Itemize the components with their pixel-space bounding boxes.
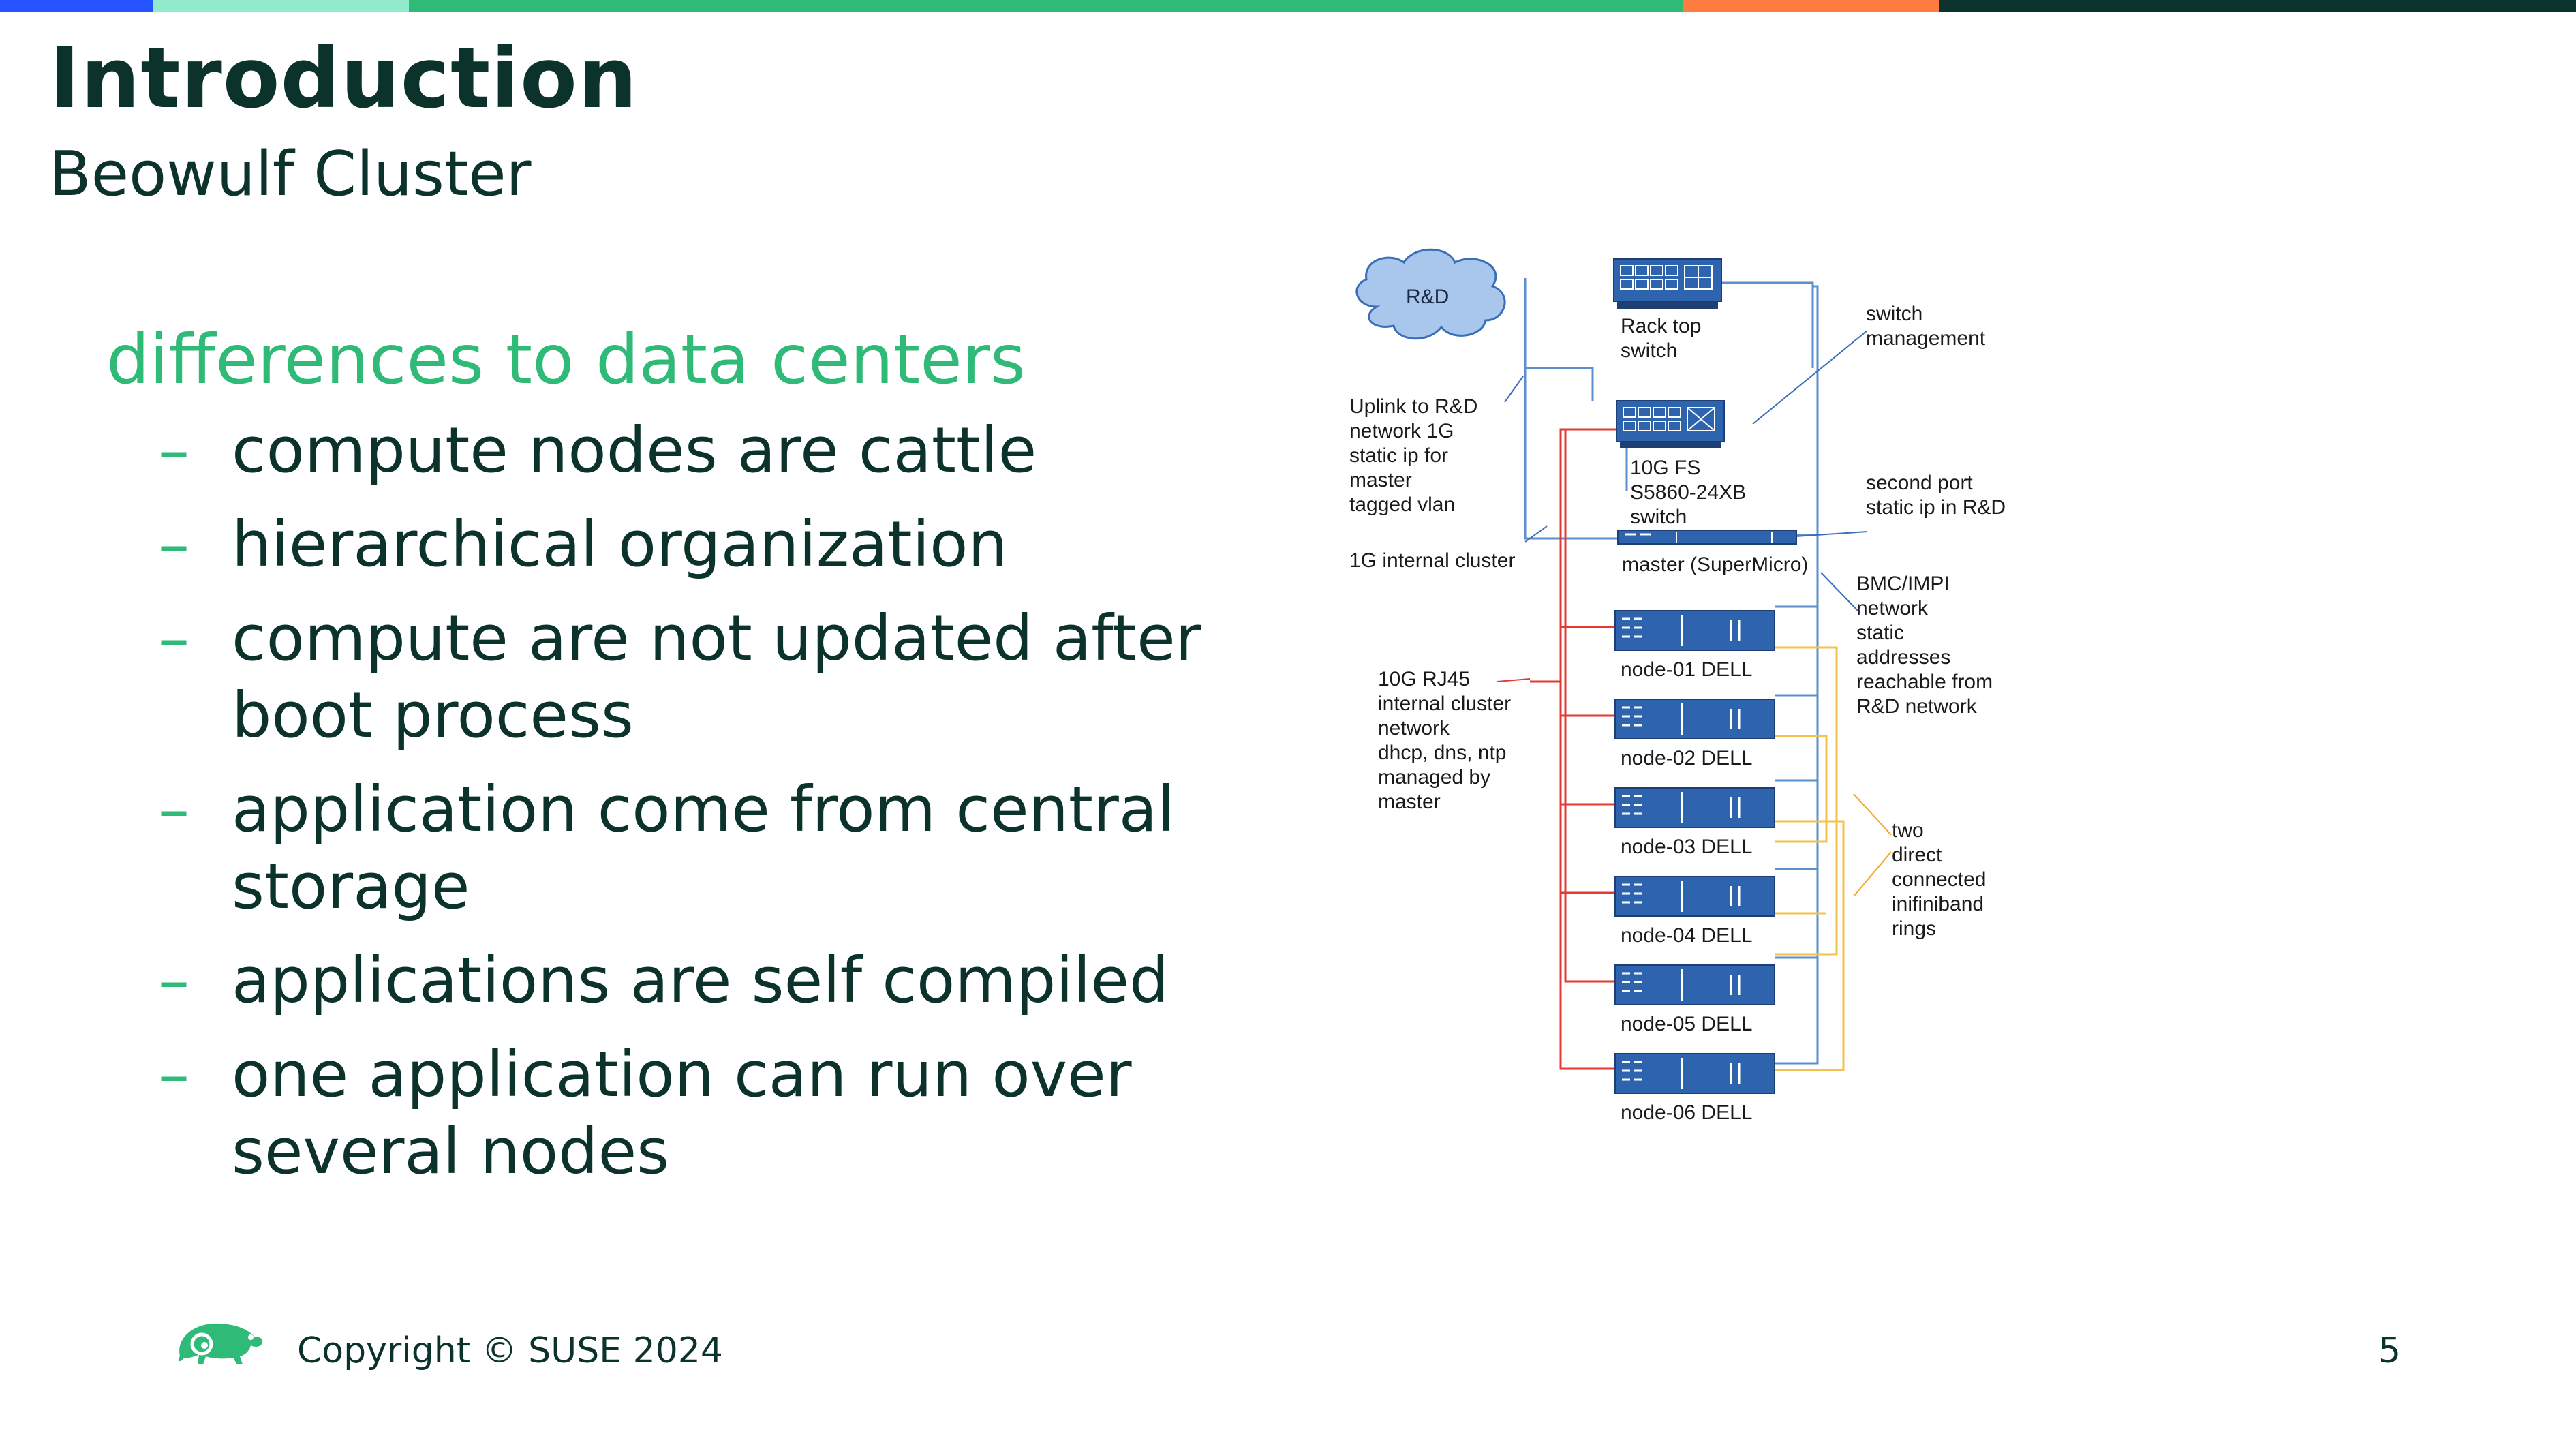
fs-switch-label-line1: 10G FS — [1630, 457, 1700, 479]
rack-switch-label-line2: switch — [1621, 339, 1677, 362]
annotations: Uplink to R&D network 1G static ip for m… — [1349, 303, 2006, 940]
compute-node: node-05 DELL — [1614, 964, 1775, 1035]
bar-segment-orange — [1683, 0, 1939, 12]
copyright-text: Copyright © SUSE 2024 — [297, 1330, 723, 1371]
bullet-list: –compute nodes are cattle –hierarchical … — [106, 412, 1238, 1190]
node-label: node-04 DELL — [1621, 924, 1752, 947]
server-icon — [1614, 610, 1775, 651]
bmc-note-line3: static — [1856, 622, 1904, 644]
node-label: node-05 DELL — [1621, 1013, 1752, 1035]
compute-node: node-01 DELL — [1614, 610, 1775, 681]
compute-nodes: node-01 DELL node-02 DELL node-03 DELL node… — [1614, 610, 1775, 1124]
switch-mgmt-note-line2: management — [1866, 327, 1986, 350]
bullet-item: –compute nodes are cattle — [106, 412, 1238, 489]
slide-subtitle: Beowulf Cluster — [49, 138, 532, 210]
bar-segment-dark — [1939, 0, 2576, 12]
master-label: master (SuperMicro) — [1622, 553, 1808, 576]
internal-1g-note: 1G internal cluster — [1349, 549, 1515, 572]
bullet-text: applications are self compiled — [232, 944, 1169, 1017]
node-label: node-06 DELL — [1621, 1101, 1752, 1124]
uplink-note-line5: tagged vlan — [1349, 493, 1455, 516]
bmc-note-line1: BMC/IMPI — [1856, 573, 1950, 595]
suse-chameleon-icon — [178, 1323, 263, 1364]
page-number: 5 — [2378, 1330, 2402, 1371]
infiniband-note-line1: two — [1892, 819, 1924, 842]
server-icon — [1614, 1053, 1775, 1094]
uplink-note-line3: static ip for — [1349, 444, 1448, 467]
bullet-text: compute nodes are cattle — [232, 414, 1037, 487]
fs-switch-icon — [1616, 400, 1725, 448]
rj45-note-line5: managed by — [1378, 766, 1490, 789]
bmc-note-line6: R&D network — [1856, 695, 1978, 718]
bar-segment-green — [409, 0, 1683, 12]
bmc-note-line5: reachable from — [1856, 671, 1993, 693]
node-label: node-01 DELL — [1621, 658, 1752, 681]
bullet-item: –application come from central storage — [106, 771, 1238, 925]
infiniband-note-line4: inifiniband — [1892, 893, 1984, 915]
node-label: node-02 DELL — [1621, 747, 1752, 769]
yellow-wires — [1775, 646, 1845, 1071]
bullet-item: –hierarchical organization — [106, 506, 1238, 583]
infiniband-note-line3: connected — [1892, 868, 1986, 891]
top-color-bar — [0, 0, 2576, 12]
rnd-cloud-icon — [1355, 248, 1506, 340]
rj45-note-line3: network — [1378, 717, 1450, 739]
infiniband-arrows — [1853, 793, 1892, 897]
bullet-text: one application can run over several nod… — [232, 1038, 1132, 1188]
fs-switch-label-line2: S5860-24XB — [1630, 481, 1746, 504]
cluster-diagram-svg: R&D Rack top switch — [1349, 248, 2006, 1124]
bullet-dash: – — [158, 944, 189, 1017]
uplink-note-line2: network 1G — [1349, 420, 1454, 442]
uplink-note-line1: Uplink to R&D — [1349, 395, 1477, 418]
bullet-item: –compute are not updated after boot proc… — [106, 600, 1238, 754]
rj45-note-line2: internal cluster — [1378, 692, 1511, 715]
bullet-text: compute are not updated after boot proce… — [232, 602, 1201, 752]
bullets-heading: differences to data centers — [106, 320, 1026, 399]
server-icon — [1614, 699, 1775, 739]
slide-content: differences to data centers –compute nod… — [106, 319, 1238, 1207]
rack-top-switch-icon — [1613, 258, 1722, 309]
annotation-arrows — [1504, 330, 1868, 614]
switch-mgmt-note-line1: switch — [1866, 303, 1922, 325]
second-port-note-line1: second port — [1866, 472, 1973, 494]
bar-segment-blue — [0, 0, 153, 12]
server-icon — [1614, 876, 1775, 917]
compute-node: node-02 DELL — [1614, 699, 1775, 769]
second-port-note-line2: static ip in R&D — [1866, 496, 2006, 519]
server-icon — [1614, 787, 1775, 828]
bmc-note-line2: network — [1856, 597, 1929, 620]
cluster-diagram: R&D Rack top switch — [1336, 245, 2058, 1145]
cloud-label: R&D — [1406, 286, 1449, 308]
bullet-text: hierarchical organization — [232, 508, 1008, 581]
node-label: node-03 DELL — [1621, 836, 1752, 858]
rj45-arrow — [1497, 678, 1531, 682]
bullet-item: –applications are self compiled — [106, 942, 1238, 1019]
bullet-dash: – — [158, 414, 189, 487]
uplink-note-line4: master — [1349, 469, 1412, 491]
bar-segment-mint — [153, 0, 409, 12]
rack-switch-label-line1: Rack top — [1621, 315, 1701, 337]
rj45-note-line4: dhcp, dns, ntp — [1378, 742, 1506, 764]
rj45-note-line6: master — [1378, 791, 1441, 813]
fs-switch-label-line3: switch — [1630, 506, 1687, 528]
red-wires — [1530, 428, 1622, 1070]
master-server-icon — [1617, 530, 1797, 545]
bullet-text: application come from central storage — [232, 773, 1175, 923]
compute-node: node-04 DELL — [1614, 876, 1775, 947]
bullet-dash: – — [158, 602, 189, 675]
bullet-dash: – — [158, 1038, 189, 1111]
compute-node: node-06 DELL — [1614, 1053, 1775, 1124]
bmc-note-line4: addresses — [1856, 646, 1950, 669]
bullet-dash: – — [158, 773, 189, 846]
infiniband-note-line5: rings — [1892, 917, 1936, 940]
infiniband-note-line2: direct — [1892, 844, 1942, 866]
bullet-dash: – — [158, 508, 189, 581]
bullet-item: –one application can run over several no… — [106, 1036, 1238, 1190]
rj45-note-line1: 10G RJ45 — [1378, 668, 1470, 690]
server-icon — [1614, 964, 1775, 1005]
compute-node: node-03 DELL — [1614, 787, 1775, 858]
slide-title: Introduction — [49, 30, 638, 127]
